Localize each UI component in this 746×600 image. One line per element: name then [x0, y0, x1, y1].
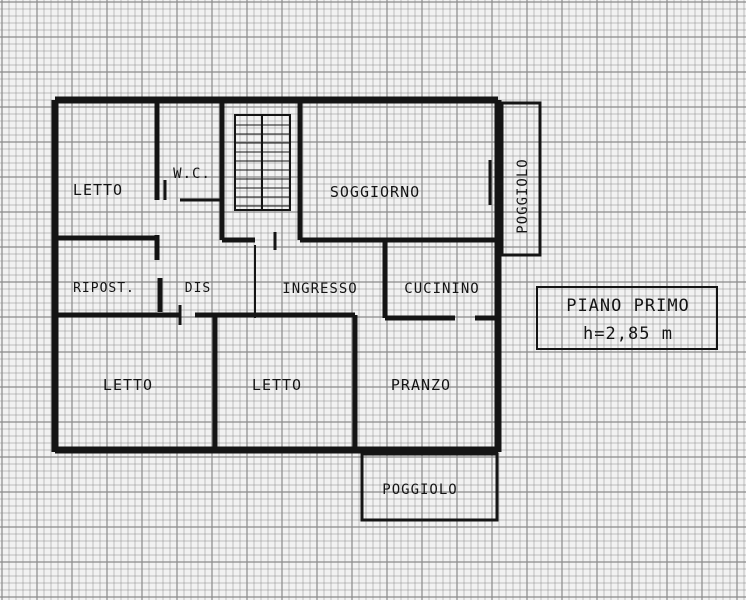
- room-label-letto-1: LETTO: [73, 181, 123, 199]
- floor-info-frame: [536, 286, 718, 350]
- room-label-poggiolo-south: POGGIOLO: [382, 482, 457, 498]
- room-label-dis: DIS: [185, 281, 211, 296]
- floor-height-note: h=2,85 m: [583, 324, 673, 344]
- stair-steps: [235, 124, 290, 207]
- staircase: [234, 114, 291, 211]
- room-label-cucinino: CUCININO: [404, 281, 479, 297]
- walls: [51, 96, 502, 454]
- poggiolo-south-outline: [360, 452, 499, 522]
- room-label-ingresso: INGRESSO: [282, 281, 357, 297]
- room-label-poggiolo-east: POGGIOLO: [515, 158, 531, 233]
- floor-title: PIANO PRIMO: [566, 296, 690, 316]
- room-label-letto-3: LETTO: [252, 376, 302, 394]
- balconies: [360, 101, 542, 522]
- room-label-soggiorno: SOGGIORNO: [330, 183, 420, 201]
- room-label-letto-2: LETTO: [103, 376, 153, 394]
- room-label-pranzo: PRANZO: [391, 376, 451, 394]
- floor-info-box: PIANO PRIMO h=2,85 m: [536, 286, 718, 350]
- room-label-ripost: RIPOST.: [73, 281, 135, 296]
- room-labels: LETTO W.C. SOGGIORNO POGGIOLO RIPOST. DI…: [73, 158, 531, 498]
- poggiolo-east-outline: [500, 101, 542, 257]
- room-label-wc: W.C.: [173, 166, 211, 182]
